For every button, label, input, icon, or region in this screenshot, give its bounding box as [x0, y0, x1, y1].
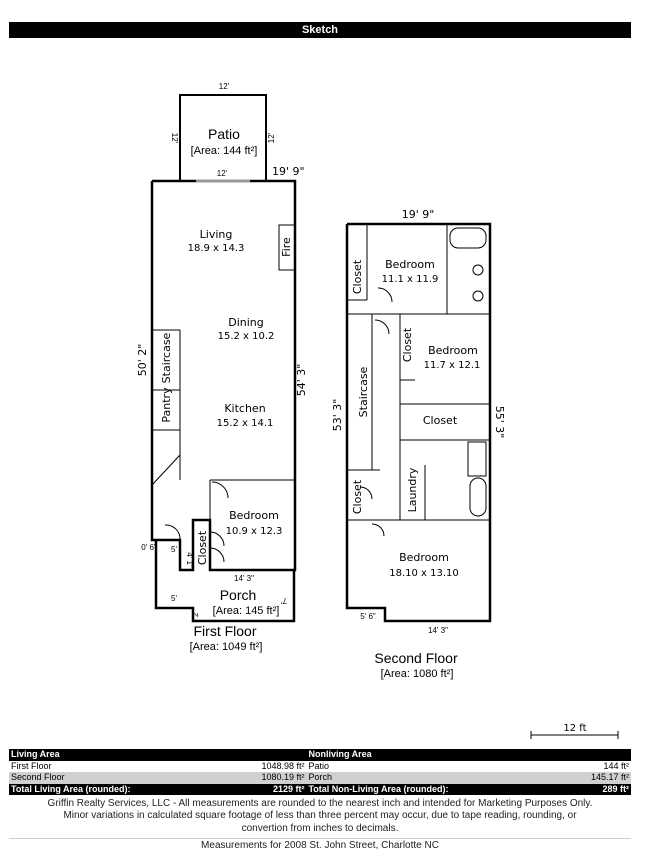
row-label: First Floor: [11, 760, 52, 771]
total-nl-label: Total Non-Living Area (rounded):: [306, 783, 558, 795]
second-floor-dim-right: 55' 3": [493, 406, 506, 439]
room-bedroom-3: Bedroom: [428, 344, 478, 357]
row-label: Second Floor: [9, 772, 225, 784]
patio-label: Patio: [208, 126, 240, 142]
row-value: 1048.98 ft²: [261, 760, 305, 771]
porch-dim-7: 7': [281, 596, 287, 605]
row-nl-label: Patio: [308, 760, 329, 771]
porch-dim-06: 0' 6": [141, 543, 157, 552]
room-bedroom-4-size: 18.10 x 13.10: [389, 568, 459, 579]
porch-dim-top: 14' 3": [234, 574, 254, 583]
first-floor-interior: [151, 179, 296, 563]
living-area-header: Living Area: [9, 749, 225, 761]
table-row: Second Floor 1080.19 ft² Porch 145.17 ft…: [9, 772, 631, 784]
room-kitchen: Kitchen: [224, 402, 265, 415]
row-nl-value: 144 ft²: [603, 760, 629, 771]
room-living-size: 18.9 x 14.3: [188, 243, 245, 254]
patio-dim-right: 12': [267, 132, 276, 143]
second-floor-area: [Area: 1080 ft²]: [381, 668, 454, 680]
first-floor-dim-left: 50' 2": [136, 344, 149, 377]
floorplan-sketch: 12' 12' 12' 12' Patio [Area: 144 ft²] 19…: [136, 82, 619, 739]
porch-dim-2: 2': [191, 611, 200, 617]
first-floor-dim-right: 54' 3": [295, 364, 308, 397]
pantry-label: Pantry: [160, 387, 173, 423]
first-floor-dim-top: 19' 9": [272, 165, 305, 178]
porch-dim-5b: 5': [171, 594, 177, 603]
first-floor-area: [Area: 1049 ft²]: [190, 641, 263, 653]
second-floor-dim-top: 19' 9": [402, 208, 435, 221]
table-header-row: Living Area Nonliving Area: [9, 749, 631, 761]
second-floor-dim-bottom: 14' 3": [428, 626, 448, 635]
closet-2c-label: Closet: [423, 414, 458, 427]
laundry-label: Laundry: [406, 467, 419, 512]
room-dining: Dining: [228, 316, 264, 329]
second-floor-label: Second Floor: [374, 650, 458, 666]
first-floor-outline: [150, 179, 297, 572]
scale-bar: [530, 731, 619, 739]
room-bedroom-1: Bedroom: [229, 509, 279, 522]
room-bedroom-4: Bedroom: [399, 551, 449, 564]
second-floor-outline: [345, 222, 492, 623]
staircase-2-label: Staircase: [357, 366, 370, 417]
room-kitchen-size: 15.2 x 14.1: [217, 418, 274, 429]
first-floor-label: First Floor: [194, 623, 257, 639]
scale-label: 12 ft: [563, 723, 586, 734]
second-floor-interior: [347, 224, 490, 537]
table-row: First Floor 1048.98 ft² Patio 144 ft²: [9, 761, 631, 773]
disclaimer-line-2: Minor variations in calculated square fo…: [63, 810, 577, 821]
closet-2b-label: Closet: [401, 327, 414, 362]
table-total-row: Total Living Area (rounded): 2129 ft² To…: [9, 783, 631, 795]
total-value: 2129 ft²: [224, 783, 307, 795]
room-dining-size: 15.2 x 10.2: [218, 331, 275, 342]
porch-dim-5a: 5': [171, 545, 177, 554]
address-line: Measurements for 2008 St. John Street, C…: [201, 840, 439, 851]
disclaimer-line-1: Griffin Realty Services, LLC - All measu…: [47, 798, 593, 809]
room-bedroom-3-size: 11.7 x 12.1: [424, 360, 481, 371]
row-nl-value: 145.17 ft²: [557, 772, 631, 784]
second-floor-walls: [345, 222, 492, 623]
closet-label: Closet: [196, 530, 209, 565]
room-living: Living: [200, 228, 233, 241]
total-label: Total Living Area (rounded):: [9, 783, 225, 795]
second-floor-dim-step: 5' 6": [360, 612, 376, 621]
total-nl-value: 289 ft²: [557, 783, 631, 795]
nonliving-area-header: Nonliving Area: [306, 749, 558, 761]
patio-dim-bottom: 12': [217, 169, 228, 178]
porch-outline: [154, 540, 296, 623]
patio-area: [Area: 144 ft²]: [191, 145, 258, 157]
room-bedroom-2: Bedroom: [385, 258, 435, 271]
staircase-label: Staircase: [160, 332, 173, 383]
porch-dim-4: 4' 1": [185, 552, 194, 568]
room-bedroom-1-size: 10.9 x 12.3: [226, 526, 283, 537]
patio-dim-top: 12': [219, 82, 230, 91]
sketch-title-bar: Sketch: [9, 22, 631, 38]
closet-2a-label: Closet: [351, 259, 364, 294]
row-value: 1080.19 ft²: [224, 772, 307, 784]
area-summary-table: Living Area Nonliving Area First Floor 1…: [9, 749, 631, 795]
fireplace-label: Fire: [280, 237, 293, 257]
porch-area: [Area: 145 ft²]: [213, 605, 280, 617]
closet-2d-label: Closet: [351, 479, 364, 514]
patio-dim-left: 12': [170, 133, 179, 144]
second-floor-dim-left: 53' 3": [331, 399, 344, 432]
row-nl-label: Porch: [306, 772, 558, 784]
divider: [9, 838, 631, 839]
porch-label: Porch: [220, 587, 257, 603]
room-bedroom-2-size: 11.1 x 11.9: [382, 274, 439, 285]
disclaimer-line-3: convertion from inches to decimals.: [241, 823, 399, 834]
